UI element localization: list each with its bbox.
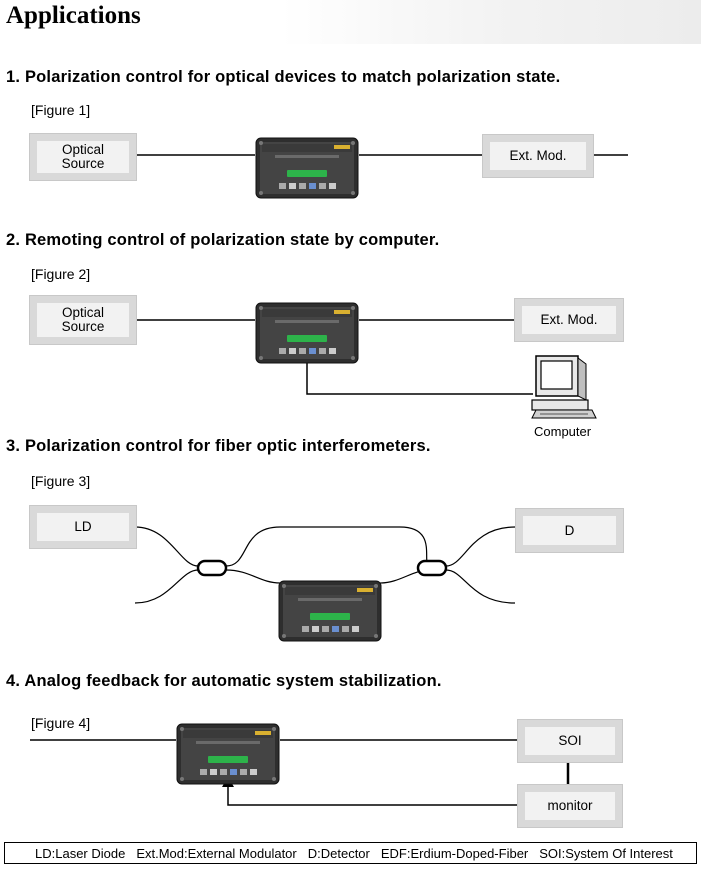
- figure-3-label: [Figure 3]: [31, 473, 91, 489]
- figure-4-label: [Figure 4]: [31, 715, 91, 731]
- soi-label: SOI: [558, 733, 582, 748]
- detector-box: D: [515, 508, 624, 553]
- figure-1-label: [Figure 1]: [31, 102, 91, 118]
- soi-box: SOI: [517, 719, 623, 763]
- figure-2-label: [Figure 2]: [31, 266, 91, 282]
- section-3-heading: 3. Polarization control for fiber optic …: [6, 437, 431, 455]
- monitor-box: monitor: [517, 784, 623, 828]
- computer-icon: [531, 355, 597, 419]
- computer-label: Computer: [534, 424, 592, 439]
- legend-item: SOI:System Of Interest: [539, 845, 673, 861]
- ext-mod-box: Ext. Mod.: [482, 134, 594, 178]
- polarization-controller-device: [255, 137, 359, 199]
- optical-source-label-line1: Optical: [61, 142, 105, 157]
- ext-mod-label: Ext. Mod.: [509, 148, 567, 163]
- legend-item: D:Detector: [307, 845, 370, 861]
- legend-item: EDF:Erdium-Doped-Fiber: [380, 845, 529, 861]
- section-1-heading: 1. Polarization control for optical devi…: [6, 68, 561, 86]
- section-4-heading: 4. Analog feedback for automatic system …: [6, 672, 442, 690]
- optical-source-label-line1: Optical: [61, 305, 105, 320]
- title-bar: [0, 0, 701, 44]
- legend-bar: LD:Laser Diode Ext.Mod:External Modulato…: [4, 842, 697, 864]
- polarization-controller-device: [278, 580, 382, 642]
- polarization-controller-device: [176, 723, 280, 785]
- page-title: Applications: [6, 2, 141, 29]
- polarization-controller-device: [255, 302, 359, 364]
- monitor-label: monitor: [547, 798, 593, 813]
- optical-source-label-line2: Source: [61, 319, 105, 334]
- ext-mod-label: Ext. Mod.: [540, 312, 598, 327]
- optical-source-label-line2: Source: [61, 156, 105, 171]
- legend-item: LD:Laser Diode: [35, 845, 126, 861]
- legend-item: Ext.Mod:External Modulator: [136, 845, 297, 861]
- ld-label: LD: [74, 519, 92, 534]
- ld-box: LD: [29, 505, 137, 549]
- ext-mod-box: Ext. Mod.: [514, 298, 624, 342]
- section-2-heading: 2. Remoting control of polarization stat…: [6, 231, 440, 249]
- detector-label: D: [564, 522, 575, 538]
